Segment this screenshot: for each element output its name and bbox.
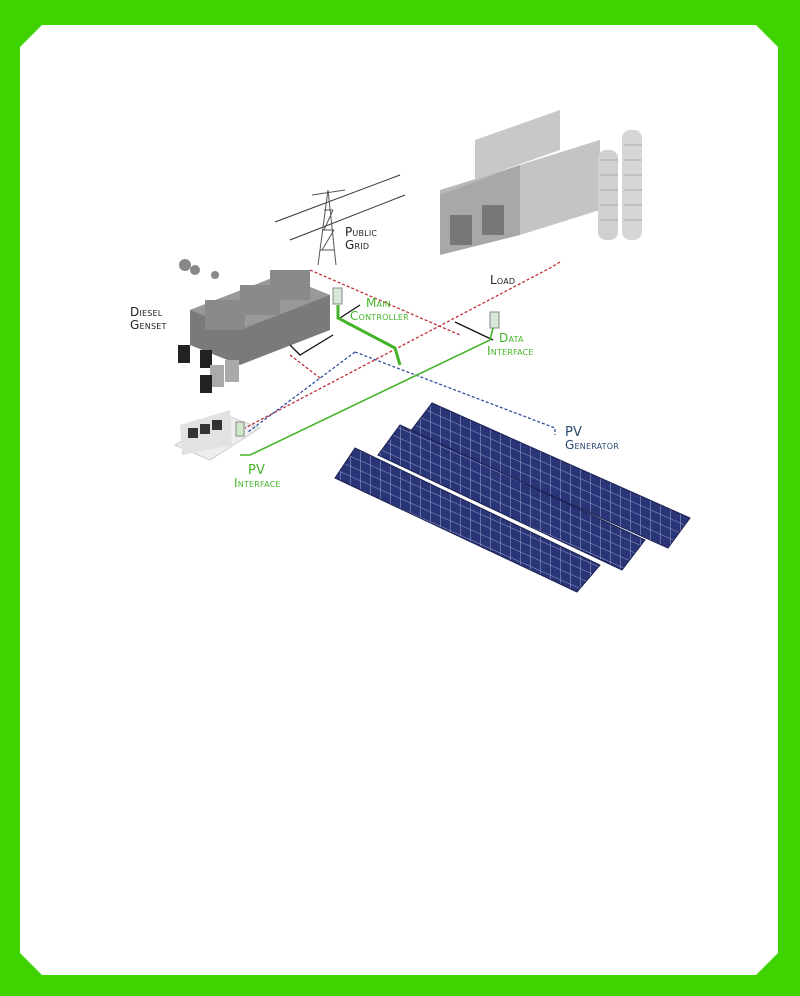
- diesel-genset-icon: [178, 259, 330, 393]
- pv-interface-label: PV Interface: [234, 463, 281, 490]
- label-line: Generator: [565, 438, 620, 452]
- label-line: Grid: [345, 238, 370, 252]
- label-line: Genset: [130, 318, 167, 332]
- power-lines: [240, 261, 561, 456]
- pv-generator-label: PV Generator: [565, 426, 619, 452]
- diesel-genset-label: Diesel Genset: [130, 306, 167, 332]
- label-line: Diesel: [130, 305, 163, 319]
- solar-panel-arrays: [334, 402, 691, 593]
- solar-array-row-2: [377, 424, 646, 571]
- label-line: PV: [565, 425, 583, 440]
- data-interface-icon: [489, 311, 500, 329]
- pv-interface-room-icon: [173, 410, 262, 461]
- label-line: Public: [345, 225, 378, 239]
- label-line: Main: [366, 296, 391, 310]
- public-grid-label: Public Grid: [345, 226, 377, 252]
- label-line: PV: [248, 463, 266, 478]
- label-line: Interface: [234, 476, 281, 490]
- label-line: Data: [499, 331, 524, 345]
- main-controller-label: Main Controller: [350, 296, 409, 323]
- main-controller-icon: [332, 287, 343, 305]
- label-line: Controller: [350, 309, 409, 323]
- data-interface-label: Data Interface: [487, 331, 534, 358]
- load-label: Load: [490, 273, 516, 287]
- solar-array-row-3: [334, 447, 601, 593]
- factory-load-icon: [440, 110, 642, 255]
- solar-array-row-1: [409, 402, 691, 549]
- label-line: Interface: [487, 344, 534, 358]
- power-pylon-icon: [274, 174, 406, 266]
